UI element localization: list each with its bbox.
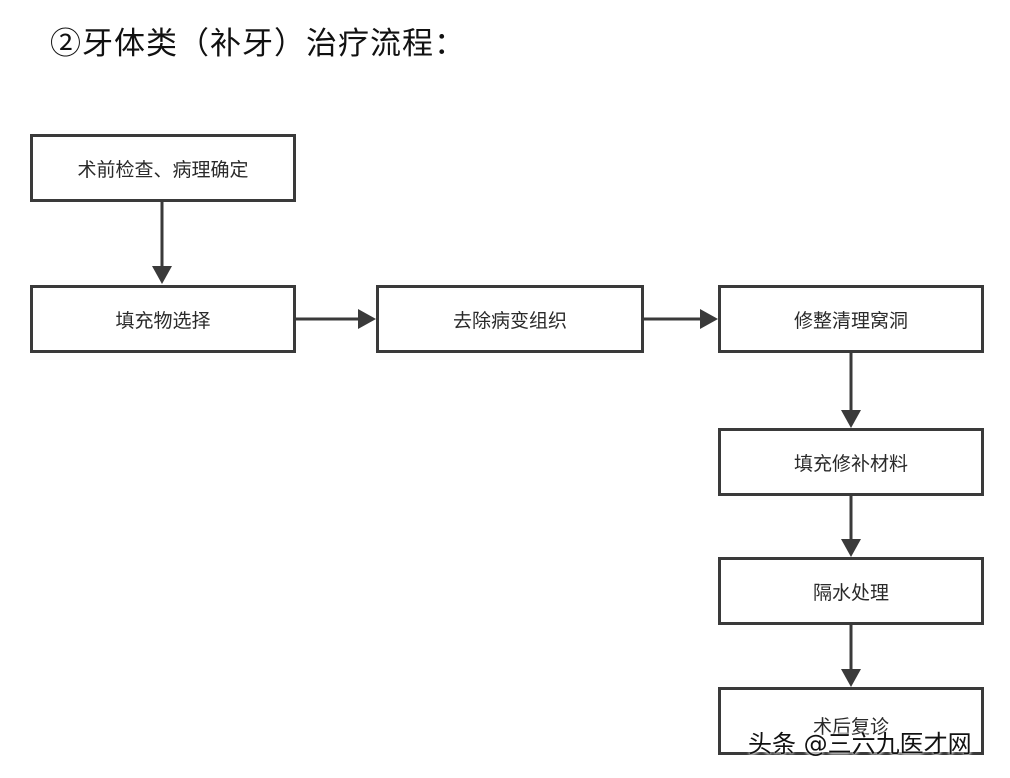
arrow-step4-to-step5 bbox=[841, 352, 861, 428]
arrow-step1-to-step2 bbox=[152, 201, 172, 284]
flow-node-trim-cavity: 修整清理窝洞 bbox=[718, 285, 984, 353]
flow-node-label: 修整清理窝洞 bbox=[793, 309, 908, 332]
arrow-step3-to-step4 bbox=[643, 309, 718, 329]
flow-node-filling-selection: 填充物选择 bbox=[30, 285, 296, 353]
arrow-step6-to-step7 bbox=[841, 625, 861, 687]
flow-node-water-isolation: 隔水处理 bbox=[718, 557, 984, 625]
arrow-step2-to-step3 bbox=[295, 309, 376, 329]
flow-node-fill-material: 填充修补材料 bbox=[718, 428, 984, 496]
flow-node-postop-followup: 术后复诊 bbox=[718, 687, 984, 755]
flow-node-label: 术后复诊 bbox=[812, 716, 889, 738]
flow-node-remove-lesion: 去除病变组织 bbox=[376, 285, 644, 353]
flow-node-preop-exam: 术前检查、病理确定 bbox=[30, 134, 296, 202]
flow-node-label: 去除病变组织 bbox=[452, 309, 567, 332]
flow-node-label: 填充物选择 bbox=[115, 309, 211, 332]
watermark: 头条 @三六九医才网 bbox=[748, 730, 972, 758]
flow-node-label: 填充修补材料 bbox=[793, 452, 908, 475]
page-title: ②牙体类（补牙）治疗流程： bbox=[50, 26, 466, 62]
arrow-step5-to-step6 bbox=[841, 495, 861, 557]
flow-node-label: 术前检查、病理确定 bbox=[77, 158, 249, 181]
flow-node-label: 隔水处理 bbox=[812, 581, 889, 604]
